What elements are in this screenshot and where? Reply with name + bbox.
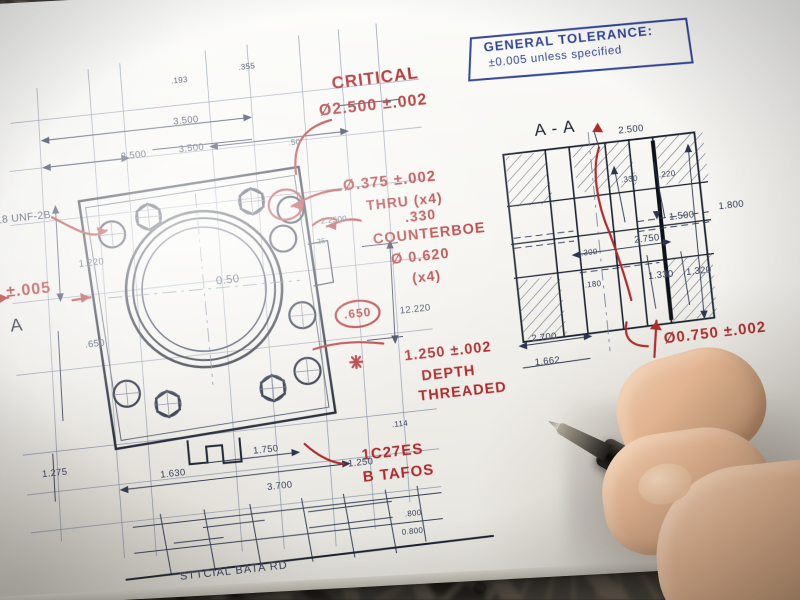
markup-cbore-depth: .330: [404, 205, 437, 226]
markup-counterbore-qty: (x4): [411, 266, 442, 286]
dim-25: .25: [314, 237, 326, 247]
sdim-300: .300: [580, 246, 599, 258]
dim-50: .50: [288, 137, 301, 148]
sdim-220: .220: [658, 168, 676, 180]
dim-114: .114: [391, 418, 409, 430]
sdim-330: .330: [620, 173, 639, 185]
human-hand: [592, 333, 800, 600]
tb-dim-800: .800: [404, 507, 422, 519]
sdim-180: .180: [584, 278, 602, 290]
dim-193: .193: [170, 74, 189, 86]
center-bore-label: 0.50: [215, 273, 241, 288]
markup-circled-dimension: .650: [343, 304, 372, 322]
dim-355: .355: [237, 61, 256, 72]
datum-label-a: A: [9, 314, 24, 336]
dim-650-left: .650: [84, 337, 106, 351]
